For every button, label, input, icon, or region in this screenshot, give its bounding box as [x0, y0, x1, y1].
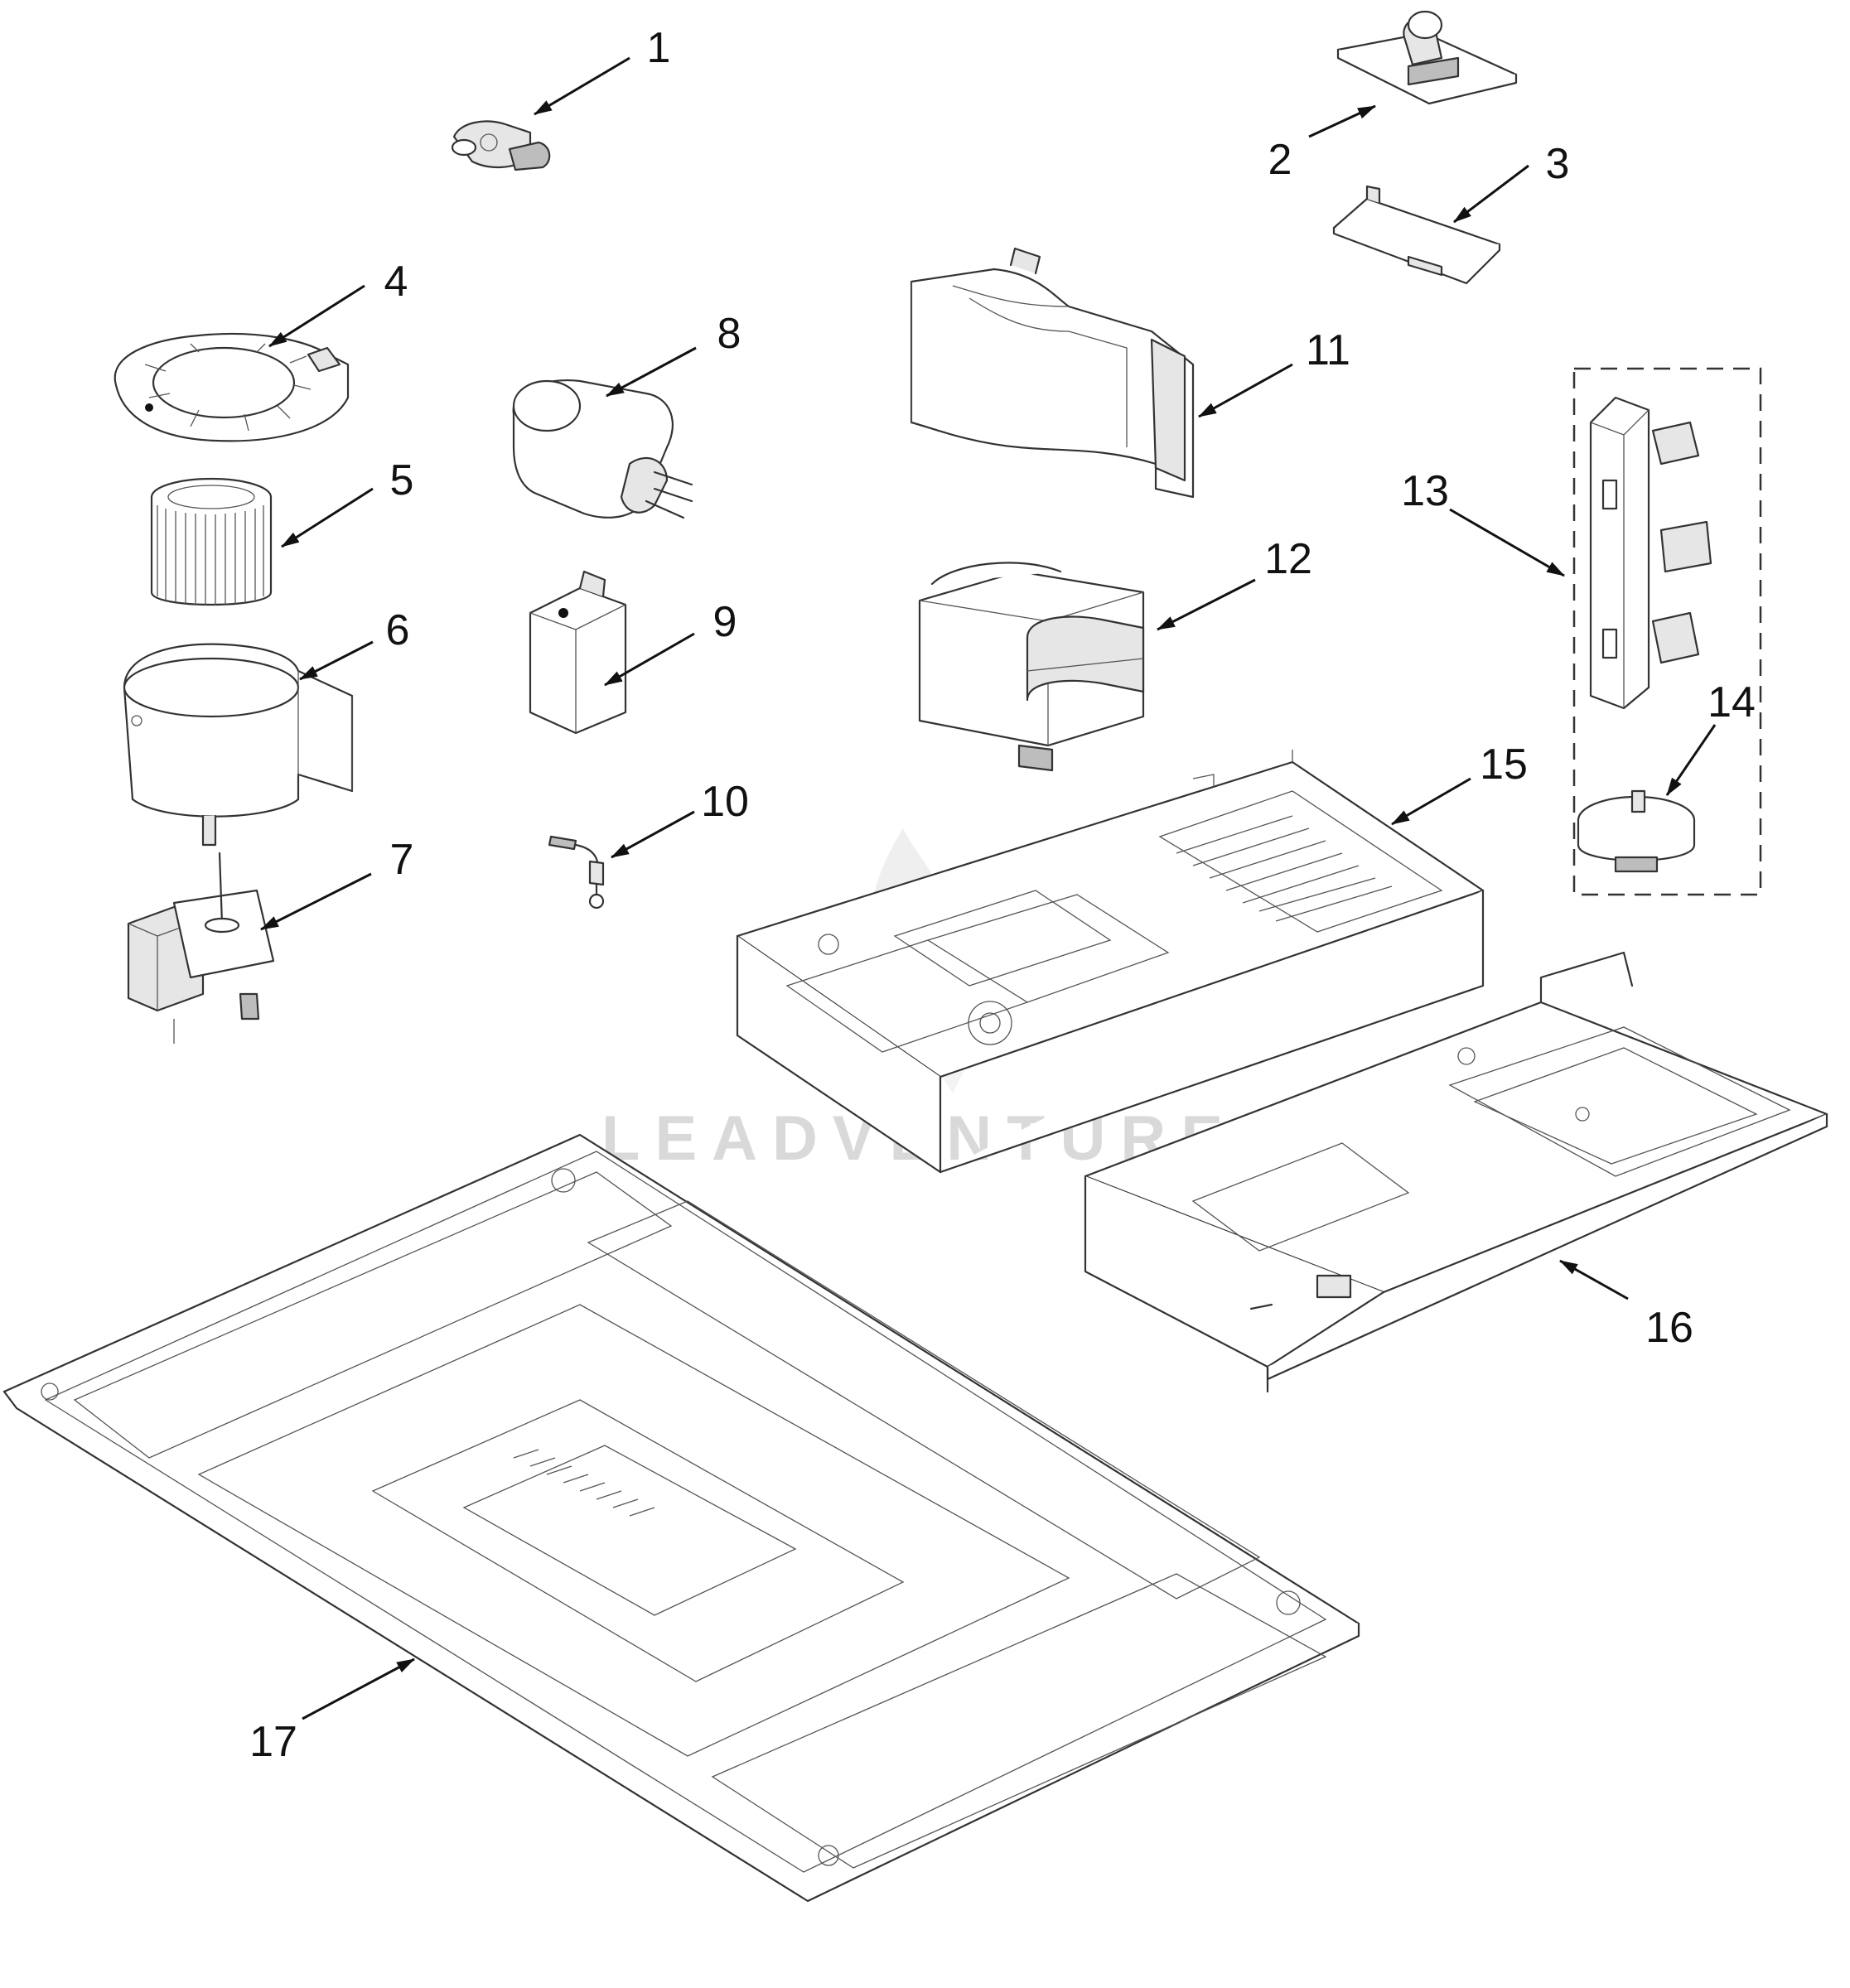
callout-11: 11	[1306, 326, 1350, 374]
part-6-blower-housing-icon[interactable]	[123, 643, 354, 847]
part-17-bottom-panel-icon[interactable]	[2, 1133, 1360, 1903]
arrow-8	[606, 346, 697, 398]
part-10-diode-icon[interactable]	[548, 835, 605, 910]
callout-16: 16	[1645, 1304, 1693, 1352]
callout-14: 14	[1708, 678, 1756, 726]
callout-2: 2	[1268, 136, 1292, 184]
arrow-1	[534, 56, 630, 116]
part-1-thermal-cutout-icon[interactable]	[451, 120, 551, 171]
callout-1: 1	[647, 24, 671, 72]
callout-6: 6	[386, 606, 410, 654]
callout-12: 12	[1264, 535, 1312, 583]
callout-10: 10	[701, 778, 749, 826]
part-13-switch-bracket-icon[interactable]	[1589, 396, 1712, 710]
part-8-capacitor-icon[interactable]	[512, 379, 693, 519]
callout-13: 13	[1401, 467, 1449, 515]
arrow-9	[604, 632, 695, 687]
arrow-11	[1198, 363, 1293, 418]
arrow-4	[268, 284, 365, 348]
callout-15: 15	[1480, 741, 1528, 789]
part-15-base-plate-icon[interactable]	[736, 750, 1485, 1174]
part-12-transformer-icon[interactable]	[918, 562, 1145, 772]
arrow-13	[1449, 508, 1565, 577]
parts-group-dashed-frame	[1572, 367, 1762, 896]
callout-4: 4	[384, 258, 408, 306]
part-3-bracket-plate-icon[interactable]	[1332, 185, 1501, 285]
part-9-capacitor-bracket-icon[interactable]	[529, 570, 627, 735]
callout-8: 8	[717, 310, 741, 358]
part-7-fan-motor-icon[interactable]	[127, 852, 275, 1044]
callout-arrows	[260, 56, 1717, 1720]
arrow-15	[1391, 777, 1471, 826]
part-2-circuit-board-icon[interactable]	[1336, 10, 1518, 105]
part-5-blower-wheel-icon[interactable]	[150, 477, 273, 606]
part-14-turntable-motor-icon[interactable]	[1577, 789, 1696, 873]
callout-labels: 1 2 3 4 5 6 7 8 9 10 11 12 13 14 15 16 1…	[249, 24, 1756, 1766]
arrow-7	[260, 872, 372, 931]
arrow-6	[299, 640, 374, 681]
arrow-16	[1559, 1259, 1629, 1300]
part-4-blower-cover-icon[interactable]	[114, 332, 350, 442]
part-16-mounting-bracket-icon[interactable]	[1084, 951, 1828, 1393]
callout-5: 5	[390, 456, 414, 504]
arrow-3	[1453, 164, 1529, 224]
arrow-5	[281, 487, 374, 548]
arrow-12	[1157, 578, 1256, 631]
callout-3: 3	[1546, 140, 1570, 188]
callout-7: 7	[390, 836, 414, 884]
arrow-14	[1665, 724, 1717, 796]
arrow-17	[302, 1657, 415, 1720]
callout-9: 9	[713, 598, 737, 646]
callout-17: 17	[249, 1718, 297, 1766]
arrow-2	[1308, 104, 1376, 138]
arrow-10	[611, 810, 695, 859]
part-11-air-duct-icon[interactable]	[910, 247, 1195, 499]
